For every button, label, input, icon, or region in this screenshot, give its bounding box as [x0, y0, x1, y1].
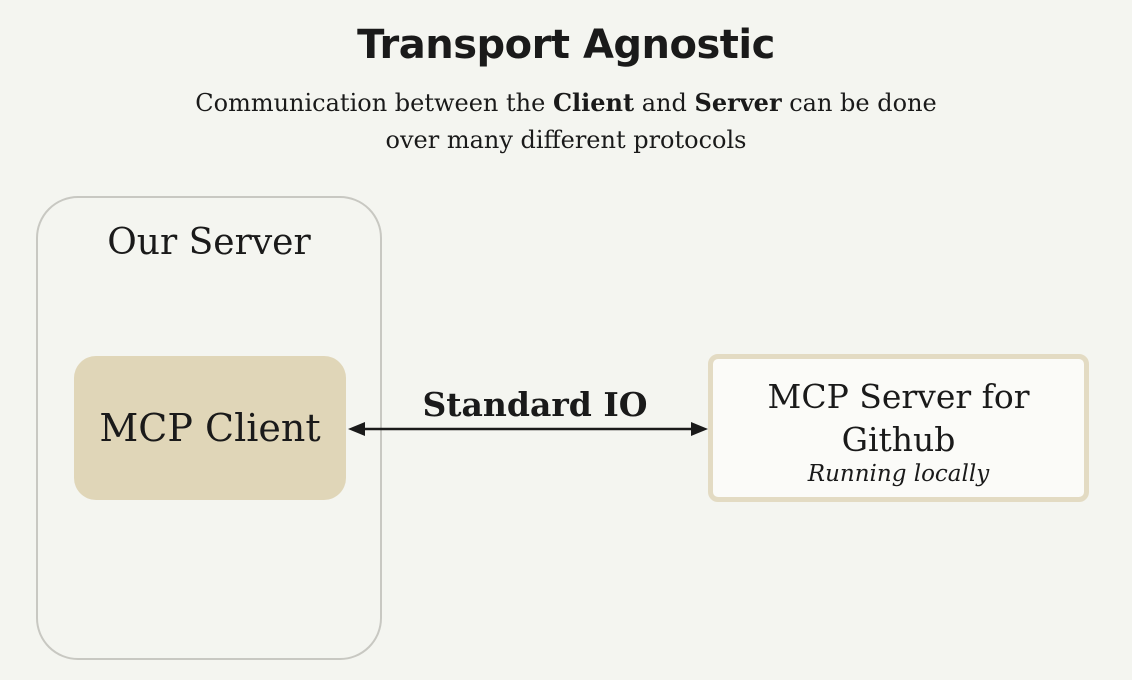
subtitle-server: Server — [694, 88, 782, 117]
mcp-client-label: MCP Client — [99, 406, 321, 450]
edge-label: Standard IO — [422, 385, 648, 424]
subtitle: Communication between the Client and Ser… — [0, 84, 1132, 159]
our-server-label: Our Server — [107, 222, 311, 263]
subtitle-text-3: can be done — [781, 89, 937, 117]
mcp-client-node: MCP Client — [74, 356, 346, 500]
mcp-server-note: Running locally — [807, 461, 990, 487]
subtitle-text-2: and — [634, 89, 695, 117]
subtitle-text-1: Communication between the — [195, 89, 553, 117]
mcp-server-node: MCP Server for Github Running locally — [708, 354, 1089, 502]
arrowhead-right-icon — [691, 422, 708, 436]
subtitle-line-2: over many different protocols — [385, 126, 747, 154]
subtitle-client: Client — [552, 88, 635, 117]
arrowhead-left-icon — [348, 422, 365, 436]
mcp-server-label: MCP Server for Github — [767, 377, 1030, 459]
page-title: Transport Agnostic — [357, 22, 775, 68]
